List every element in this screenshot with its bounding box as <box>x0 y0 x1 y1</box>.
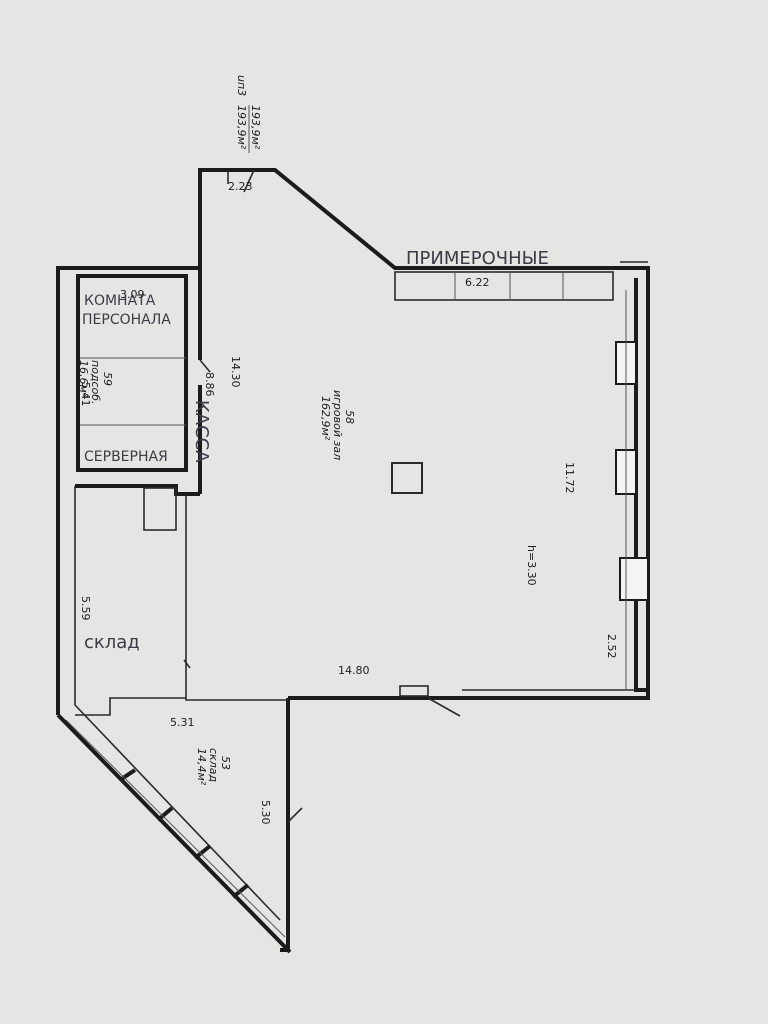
wall-diagonal <box>56 266 200 715</box>
window-3 <box>619 557 649 601</box>
dimension-labels: 2.23 6.22 3.09 5.41 14.30 8.86 11.72 h=3… <box>79 180 618 825</box>
label-fitting-rooms: ПРИМЕРОЧНЫЕ <box>406 248 549 269</box>
utility-num: 59 <box>101 372 114 386</box>
label-server: СЕРВЕРНАЯ <box>84 449 168 465</box>
storage-name: склад <box>207 748 220 782</box>
walls <box>56 168 650 954</box>
label-staff-2: ПЕРСОНАЛА <box>82 312 171 328</box>
door-storage-left <box>183 659 191 669</box>
wall-bottom-left <box>75 697 288 716</box>
dim-staff-width: 3.09 <box>120 288 145 301</box>
storage-top-wall <box>75 484 200 496</box>
utility-room-label: 59 подсоб. 16,6м² <box>77 360 114 405</box>
door-top-swing <box>243 169 255 193</box>
total-area-label: uп3 <box>235 75 248 96</box>
fitting-rooms <box>394 271 614 301</box>
door-cash <box>199 359 211 373</box>
diag-win-4 <box>231 883 250 899</box>
storage-label: 53 склад 14,4м² <box>195 748 232 786</box>
hall-label: 58 игровой зал 162,9м² <box>319 390 356 460</box>
dim-storage-width: 5.31 <box>170 716 195 729</box>
wall-storage-right <box>280 698 290 952</box>
diag-win-2 <box>156 806 174 822</box>
dim-bottom-width: 14.80 <box>338 664 370 677</box>
wall-bottom-hall <box>288 690 650 700</box>
hall-area: 162,9м² <box>319 396 332 441</box>
label-staff-1: КОМНАТА <box>84 293 156 309</box>
utility-name: подсоб. <box>89 360 102 405</box>
column-hall <box>391 462 423 494</box>
total-area: uп3 193,9м² 193,9м² <box>235 75 262 153</box>
label-cash: КАССА <box>191 400 212 463</box>
room-labels: ПРИМЕРОЧНЫЕ КОМНАТА ПЕРСОНАЛА 59 подсоб.… <box>77 248 549 786</box>
wall-right <box>634 278 650 692</box>
utility-block <box>76 274 188 472</box>
dim-storage-side: 5.30 <box>259 800 272 825</box>
diag-win-1 <box>118 768 137 782</box>
utility-area: 16,6м² <box>77 360 90 398</box>
wall-diagonal-facade <box>56 713 292 954</box>
column-storage <box>143 487 177 531</box>
wall-top-left <box>198 168 650 300</box>
windows-diagonal <box>65 719 286 938</box>
hall-name: игровой зал <box>331 390 344 460</box>
door-storage <box>287 807 303 823</box>
dim-left-lower: 5.59 <box>79 596 92 621</box>
dim-cashier: 8.86 <box>203 372 216 397</box>
door-bottom <box>399 685 429 697</box>
diag-line <box>65 719 286 938</box>
diag-win-3 <box>193 844 212 860</box>
hall-num: 58 <box>343 410 356 424</box>
dim-center-height: 14.30 <box>229 356 242 388</box>
total-area-value-2: 193,9м² <box>249 105 262 150</box>
wall-diagonal-inner <box>74 704 281 921</box>
door-bottom-swing <box>427 697 461 717</box>
dim-right-height: 11.72 <box>563 462 576 494</box>
partitions <box>75 271 614 698</box>
dim-top-small: 2.23 <box>228 180 253 193</box>
windows-right <box>615 261 649 690</box>
dim-fitting-width: 6.22 <box>465 276 490 289</box>
storage-area: 14,4м² <box>195 748 208 786</box>
doors <box>183 169 461 823</box>
dim-ceiling: h=3.30 <box>525 545 538 586</box>
total-area-value: 193,9м² <box>235 105 248 150</box>
storage-num: 53 <box>219 756 232 770</box>
dim-left-upper: 5.41 <box>79 382 92 407</box>
dim-right-small: 2.52 <box>605 634 618 659</box>
label-storage-hand: склад <box>84 632 140 653</box>
